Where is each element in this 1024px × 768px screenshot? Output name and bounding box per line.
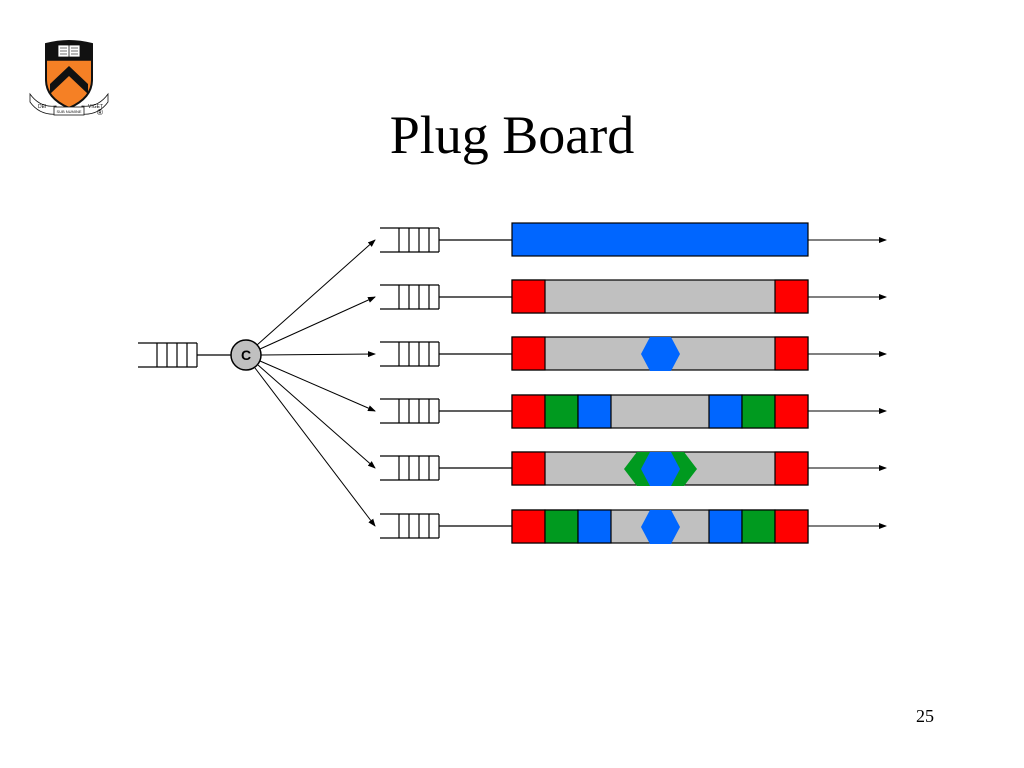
segment-red <box>774 279 809 314</box>
pipeline-row-4 <box>380 394 887 429</box>
classifier-label: C <box>241 347 251 363</box>
princeton-shield-logo: DEI SUB NUMINE VIGET <box>29 40 109 116</box>
pipeline-row-5 <box>380 451 887 486</box>
segment-blue <box>708 509 743 544</box>
segment-red <box>511 336 546 371</box>
shield-icon <box>45 40 93 110</box>
segment-red <box>511 279 546 314</box>
segment-blue <box>511 222 809 257</box>
blue-hexagon <box>641 337 680 371</box>
classifier-node: C <box>230 339 262 371</box>
pipeline-row-1 <box>380 222 887 257</box>
motto-right-text: VIGET <box>88 104 103 110</box>
segment-red <box>511 509 546 544</box>
segment-green <box>544 509 579 544</box>
pipeline-row-6 <box>380 509 887 544</box>
segment-blue <box>577 394 612 429</box>
registered-mark: ® <box>97 108 103 117</box>
segment-red <box>774 336 809 371</box>
motto-ribbon: DEI SUB NUMINE VIGET <box>29 92 109 116</box>
row-queue <box>380 455 440 481</box>
blue-hexagon <box>641 452 680 486</box>
pipeline-row-3 <box>380 336 887 371</box>
row-queue <box>380 227 440 253</box>
motto-left-text: DEI <box>38 104 46 110</box>
segment-blue <box>577 509 612 544</box>
slide-title: Plug Board <box>389 105 635 165</box>
row-queue <box>380 398 440 424</box>
motto-center-text: SUB NUMINE <box>56 109 81 114</box>
pipeline-row-2 <box>380 279 887 314</box>
page-number: 25 <box>916 706 934 726</box>
segment-blue <box>708 394 743 429</box>
segment-red <box>511 394 546 429</box>
segment-gray <box>511 279 809 314</box>
segment-red <box>511 451 546 486</box>
segment-green <box>544 394 579 429</box>
row-queue <box>380 341 440 367</box>
segment-red <box>774 451 809 486</box>
segment-red <box>774 394 809 429</box>
segment-green <box>741 509 776 544</box>
segment-green <box>741 394 776 429</box>
blue-hexagon <box>641 510 680 544</box>
row-queue <box>380 513 440 539</box>
fan-out-connectors <box>254 239 376 527</box>
row-queue <box>380 284 440 310</box>
segment-red <box>774 509 809 544</box>
input-queue <box>138 342 231 368</box>
